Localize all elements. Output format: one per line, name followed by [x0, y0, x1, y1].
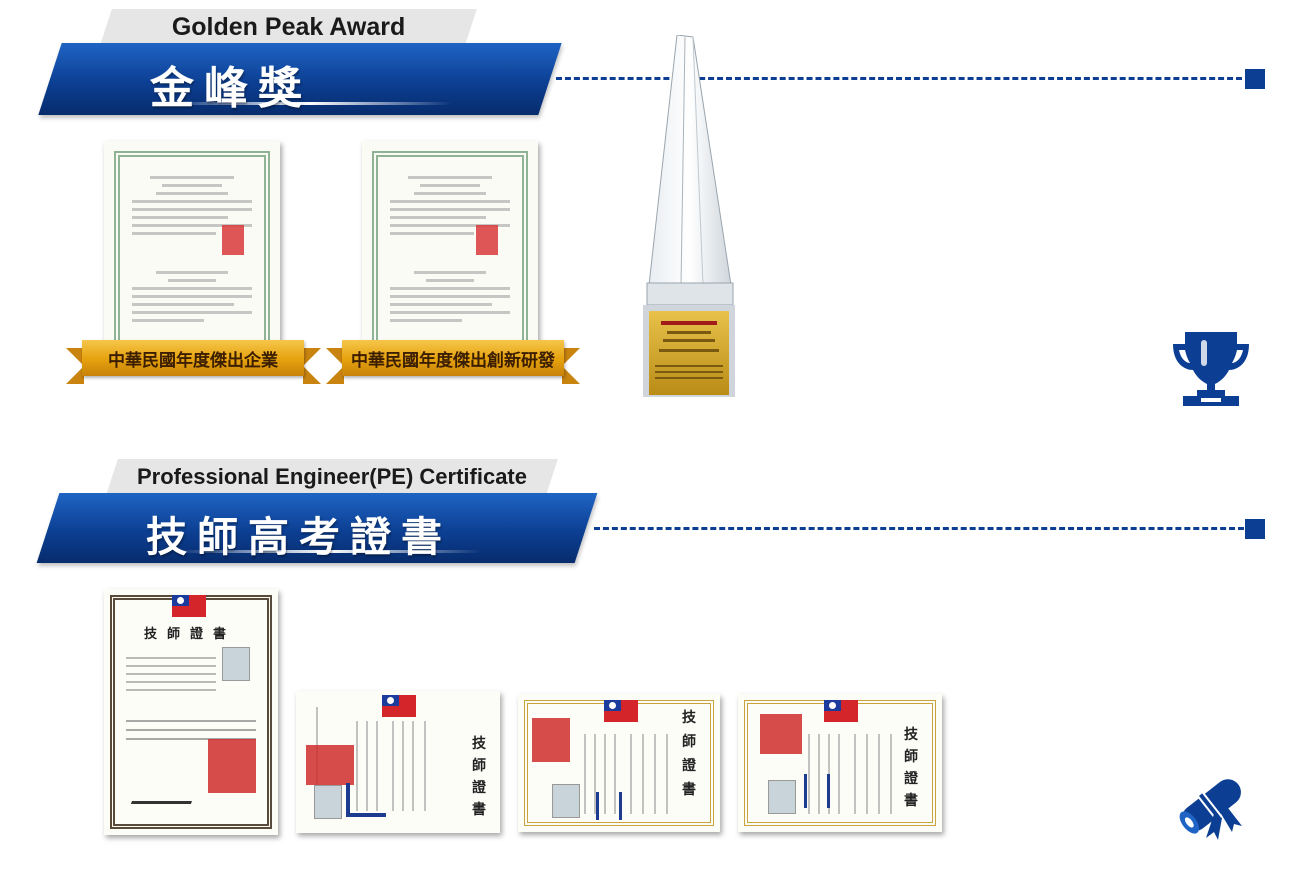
ribbon-label: 中華民國年度傑出企業 — [108, 350, 278, 371]
golden-award-zh-title: 金峰獎 — [150, 63, 312, 114]
trophy-icon — [1173, 332, 1249, 406]
pe-certificate-3-title: 技師證書 — [682, 710, 696, 798]
crystal-trophy-image — [643, 35, 735, 397]
golden-ribbon-2: 中華民國年度傑出創新研發 — [342, 340, 564, 376]
signature — [804, 774, 830, 808]
pe-certificate-3: 技師證書 — [518, 694, 720, 832]
pe-certificate-1: 技師證書 — [104, 589, 278, 835]
golden-line-end-square — [1245, 69, 1265, 89]
golden-certificate-2 — [362, 141, 538, 363]
ribbon-tail-left — [66, 348, 84, 384]
certificate-body-lines — [126, 713, 256, 747]
signature — [346, 783, 386, 817]
pe-en-tab: Professional Engineer(PE) Certificate — [106, 459, 558, 495]
pe-certificate-4-title: 技師證書 — [904, 727, 918, 809]
certificate-text-lines — [390, 171, 510, 240]
golden-award-en-title: Golden Peak Award — [171, 12, 406, 41]
certificate-english-lines — [390, 266, 510, 327]
pe-certificate-2: 技師證書 — [296, 691, 500, 833]
flag-icon — [172, 595, 206, 617]
golden-dashed-line — [556, 77, 1242, 80]
official-red-seal — [208, 739, 256, 793]
official-red-seal — [532, 718, 570, 762]
flag-icon — [604, 700, 638, 722]
golden-certificate-1 — [104, 141, 280, 363]
pe-zh-title: 技師高考證書 — [146, 513, 452, 561]
pe-certificate-4: 技師證書 — [738, 694, 942, 832]
portrait-photo — [768, 780, 796, 814]
certificate-red-seal — [476, 225, 498, 255]
official-red-seal — [306, 745, 354, 785]
signature — [596, 792, 622, 820]
portrait-photo — [552, 784, 580, 818]
pe-dashed-line — [594, 527, 1244, 530]
flag-icon — [824, 700, 858, 722]
certificate-english-lines — [132, 266, 252, 327]
flag-icon — [382, 695, 416, 717]
ribbon-tail-right — [562, 348, 580, 384]
signature — [130, 787, 198, 804]
official-red-seal — [760, 714, 802, 754]
golden-award-en-tab: Golden Peak Award — [100, 9, 477, 45]
certificate-red-seal — [222, 225, 244, 255]
pe-certificate-1-title: 技師證書 — [144, 627, 237, 642]
diploma-scroll-icon — [1179, 779, 1242, 840]
ribbon-tail-left — [326, 348, 344, 384]
certificate-text-lines — [132, 171, 252, 240]
certificate-text-lines — [126, 651, 216, 697]
pe-en-title: Professional Engineer(PE) Certificate — [137, 464, 527, 489]
pe-line-end-square — [1245, 519, 1265, 539]
portrait-photo — [314, 785, 342, 819]
pe-certificate-2-title: 技師證書 — [472, 736, 486, 818]
ribbon-label: 中華民國年度傑出創新研發 — [351, 350, 555, 371]
ribbon-tail-right — [303, 348, 321, 384]
golden-ribbon-1: 中華民國年度傑出企業 — [82, 340, 304, 376]
portrait-photo — [222, 647, 250, 681]
